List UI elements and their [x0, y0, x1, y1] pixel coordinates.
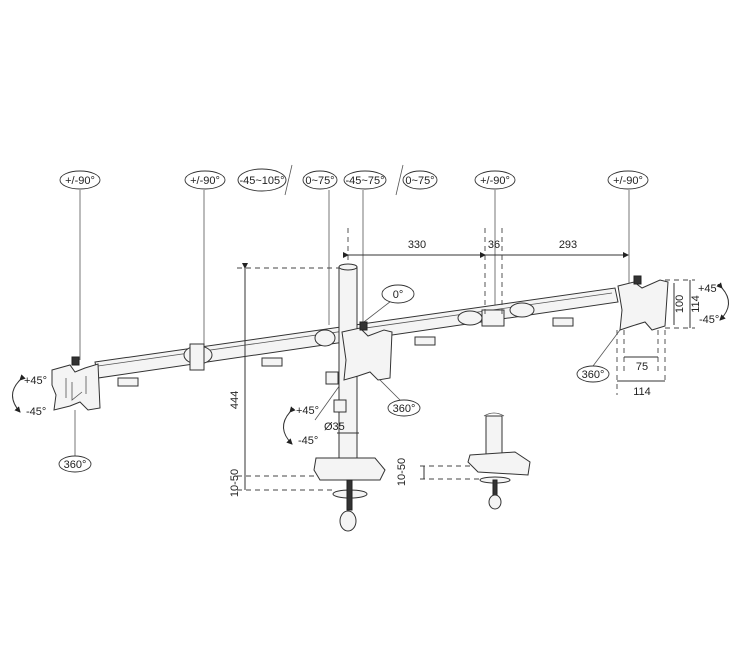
label-center-rotate: 360° — [393, 403, 416, 415]
left-vesa-plate — [51, 356, 101, 411]
right-vesa-plate — [617, 275, 669, 331]
dim-clamp-range-detail: 10-50 — [396, 458, 408, 486]
dim-vesa-small-h: 75 — [636, 361, 648, 373]
label-center-head-rotation: 0° — [393, 289, 404, 301]
dim-arm-outer: 293 — [559, 239, 577, 251]
dim-vesa-small-v: 100 — [674, 295, 686, 313]
label-left-rotate: 360° — [64, 459, 87, 471]
label-left-minus: -45° — [26, 406, 46, 418]
dim-pole-height: 444 — [229, 391, 241, 409]
label-center-tilt-c: -45~75° — [346, 175, 385, 187]
center-vesa-plate — [341, 321, 393, 381]
label-right-arm-joint: +/-90° — [480, 175, 510, 187]
swivel-arrows — [12, 282, 729, 445]
label-pole-minus: -45° — [298, 435, 318, 447]
swivel-labels: +45° -45° +45° -45° +45° -45° — [24, 283, 721, 447]
label-right-minus: -45° — [699, 314, 719, 326]
label-right-rotate: 360° — [582, 369, 605, 381]
label-center-tilt-a: -45~105° — [239, 175, 284, 187]
dimension-labels: 330 36 293 444 Ø35 10-50 10-50 100 114 7… — [229, 239, 702, 497]
dim-arm-inner: 330 — [408, 239, 426, 251]
rotation-bubbles: +/-90° +/-90° -45~105° 0~75° -45~75° 0~7… — [58, 168, 649, 473]
dim-joint-gap: 36 — [488, 239, 500, 251]
label-center-tilt-b: 0~75° — [305, 175, 334, 187]
label-left-arm-joint: +/-90° — [190, 175, 220, 187]
label-left-plus: +45° — [24, 375, 47, 387]
label-right-head: +/-90° — [613, 175, 643, 187]
dimension-lines — [237, 228, 695, 491]
pole-and-clamp — [313, 263, 386, 532]
dim-vesa-large-h: 114 — [633, 386, 651, 398]
dim-clamp-range: 10-50 — [229, 469, 241, 497]
label-right-plus: +45° — [698, 283, 721, 295]
label-left-head: +/-90° — [65, 175, 95, 187]
dim-vesa-large-v: 114 — [690, 295, 702, 313]
label-pole-plus: +45° — [296, 405, 319, 417]
clamp-detail — [467, 412, 531, 510]
leader-lines — [74, 164, 630, 458]
dim-pole-diameter: Ø35 — [324, 421, 345, 433]
label-center-tilt-d: 0~75° — [405, 175, 434, 187]
